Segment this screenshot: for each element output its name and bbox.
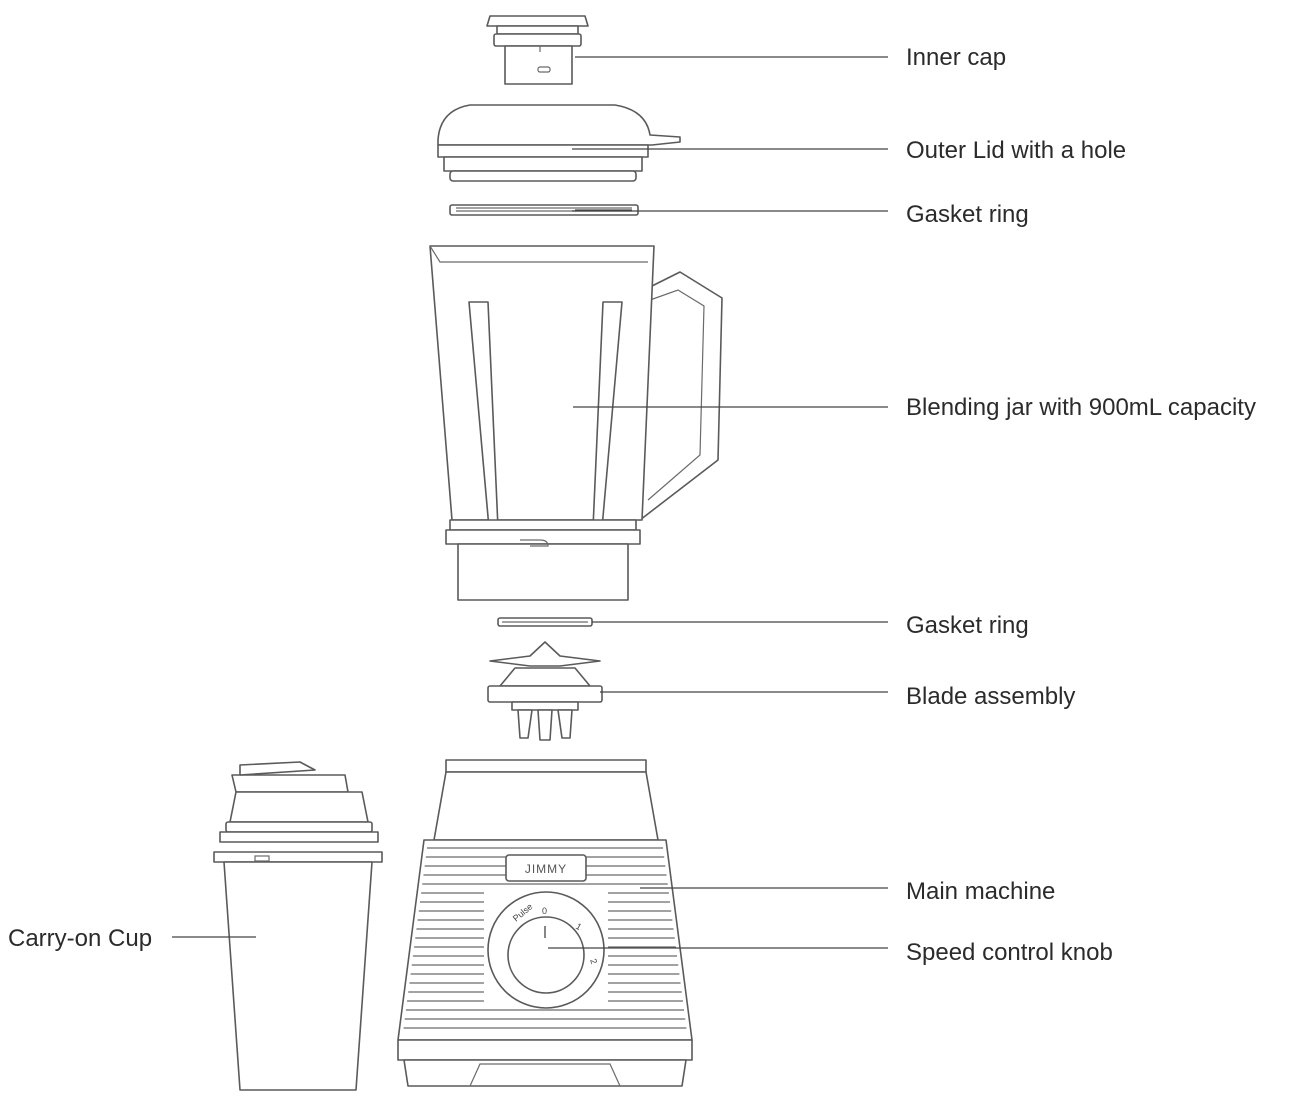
- knob-mark-0: 0: [542, 906, 547, 916]
- label-gasket-ring-top: Gasket ring: [906, 201, 1029, 228]
- label-main-machine: Main machine: [906, 878, 1055, 905]
- leader-lines: [172, 56, 888, 949]
- label-blending-jar: Blending jar with 900mL capacity: [906, 394, 1256, 421]
- gasket-ring-bottom: [497, 617, 593, 627]
- label-blade-assembly: Blade assembly: [906, 683, 1075, 710]
- label-outer-lid: Outer Lid with a hole: [906, 137, 1126, 164]
- blending-jar: [429, 245, 723, 601]
- label-gasket-ring-bottom: Gasket ring: [906, 612, 1029, 639]
- speed-control-knob: Pulse 0 1 2: [487, 891, 605, 1009]
- outer-lid: [437, 104, 681, 182]
- brand-logo: JIMMY: [525, 862, 567, 876]
- label-carry-on-cup: Carry-on Cup: [8, 925, 152, 952]
- inner-cap: [486, 15, 589, 85]
- gasket-ring-top: [449, 204, 639, 216]
- blade-assembly: [487, 641, 603, 741]
- label-inner-cap: Inner cap: [906, 44, 1006, 71]
- main-machine: JIMMY Pulse 0 1 2: [397, 759, 693, 1087]
- knob-mark-1: 1: [574, 921, 583, 932]
- carry-on-cup: [213, 761, 383, 1091]
- part-labels: Inner cap Outer Lid with a hole Gasket r…: [8, 44, 1256, 966]
- knob-mark-2: 2: [588, 957, 599, 965]
- label-speed-control-knob: Speed control knob: [906, 939, 1113, 966]
